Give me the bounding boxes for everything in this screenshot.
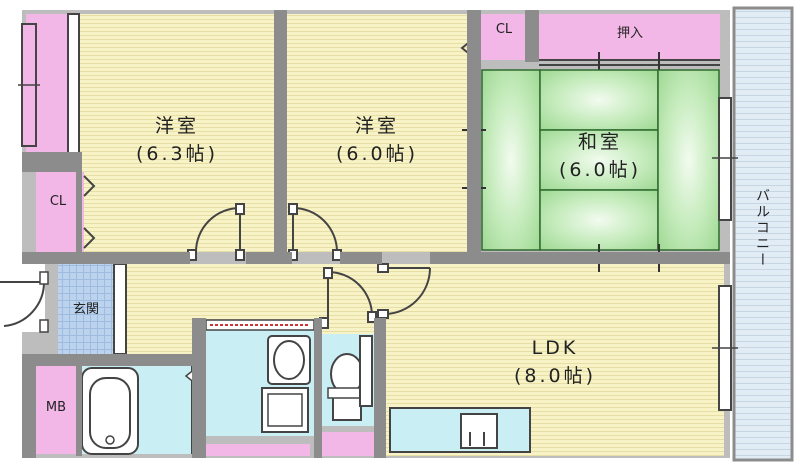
meter-box-label: MB: [45, 400, 67, 415]
room-name: 和室: [577, 131, 622, 153]
interior-walls: [22, 10, 730, 458]
sink: [460, 413, 498, 449]
western-room-2: [287, 14, 467, 252]
western-room-1-label: 洋室 (6.3帖): [110, 112, 244, 168]
room-name: LDK: [531, 337, 579, 359]
japanese-room: [481, 69, 720, 251]
japanese-room-label: 和室 (6.0帖): [530, 128, 670, 184]
meter-box: [36, 366, 76, 454]
room-size: (6.3帖): [135, 143, 219, 165]
ldk-label: LDK (8.0帖): [488, 334, 622, 390]
closet-left-label: CL: [49, 194, 67, 209]
entrance-label: 玄関: [72, 302, 99, 317]
room-size: (6.0帖): [335, 143, 419, 165]
western-room-2-label: 洋室 (6.0帖): [310, 112, 444, 168]
entrance-door: [0, 281, 46, 327]
oshiire: [539, 14, 720, 60]
closet-top: [481, 14, 525, 60]
closet-top-label: CL: [495, 22, 513, 37]
room-size: (8.0帖): [513, 365, 597, 387]
room-name: 洋室: [154, 115, 199, 137]
window-japanese: [718, 97, 732, 221]
entrance-floor: [58, 264, 114, 354]
balcony: [732, 6, 794, 462]
room-doors: [187, 203, 431, 329]
room-name: 洋室: [354, 115, 399, 137]
room-size: (6.0帖): [558, 159, 642, 181]
oshiire-label: 押入: [616, 26, 643, 41]
balcony-label: バルコニー: [754, 188, 770, 268]
